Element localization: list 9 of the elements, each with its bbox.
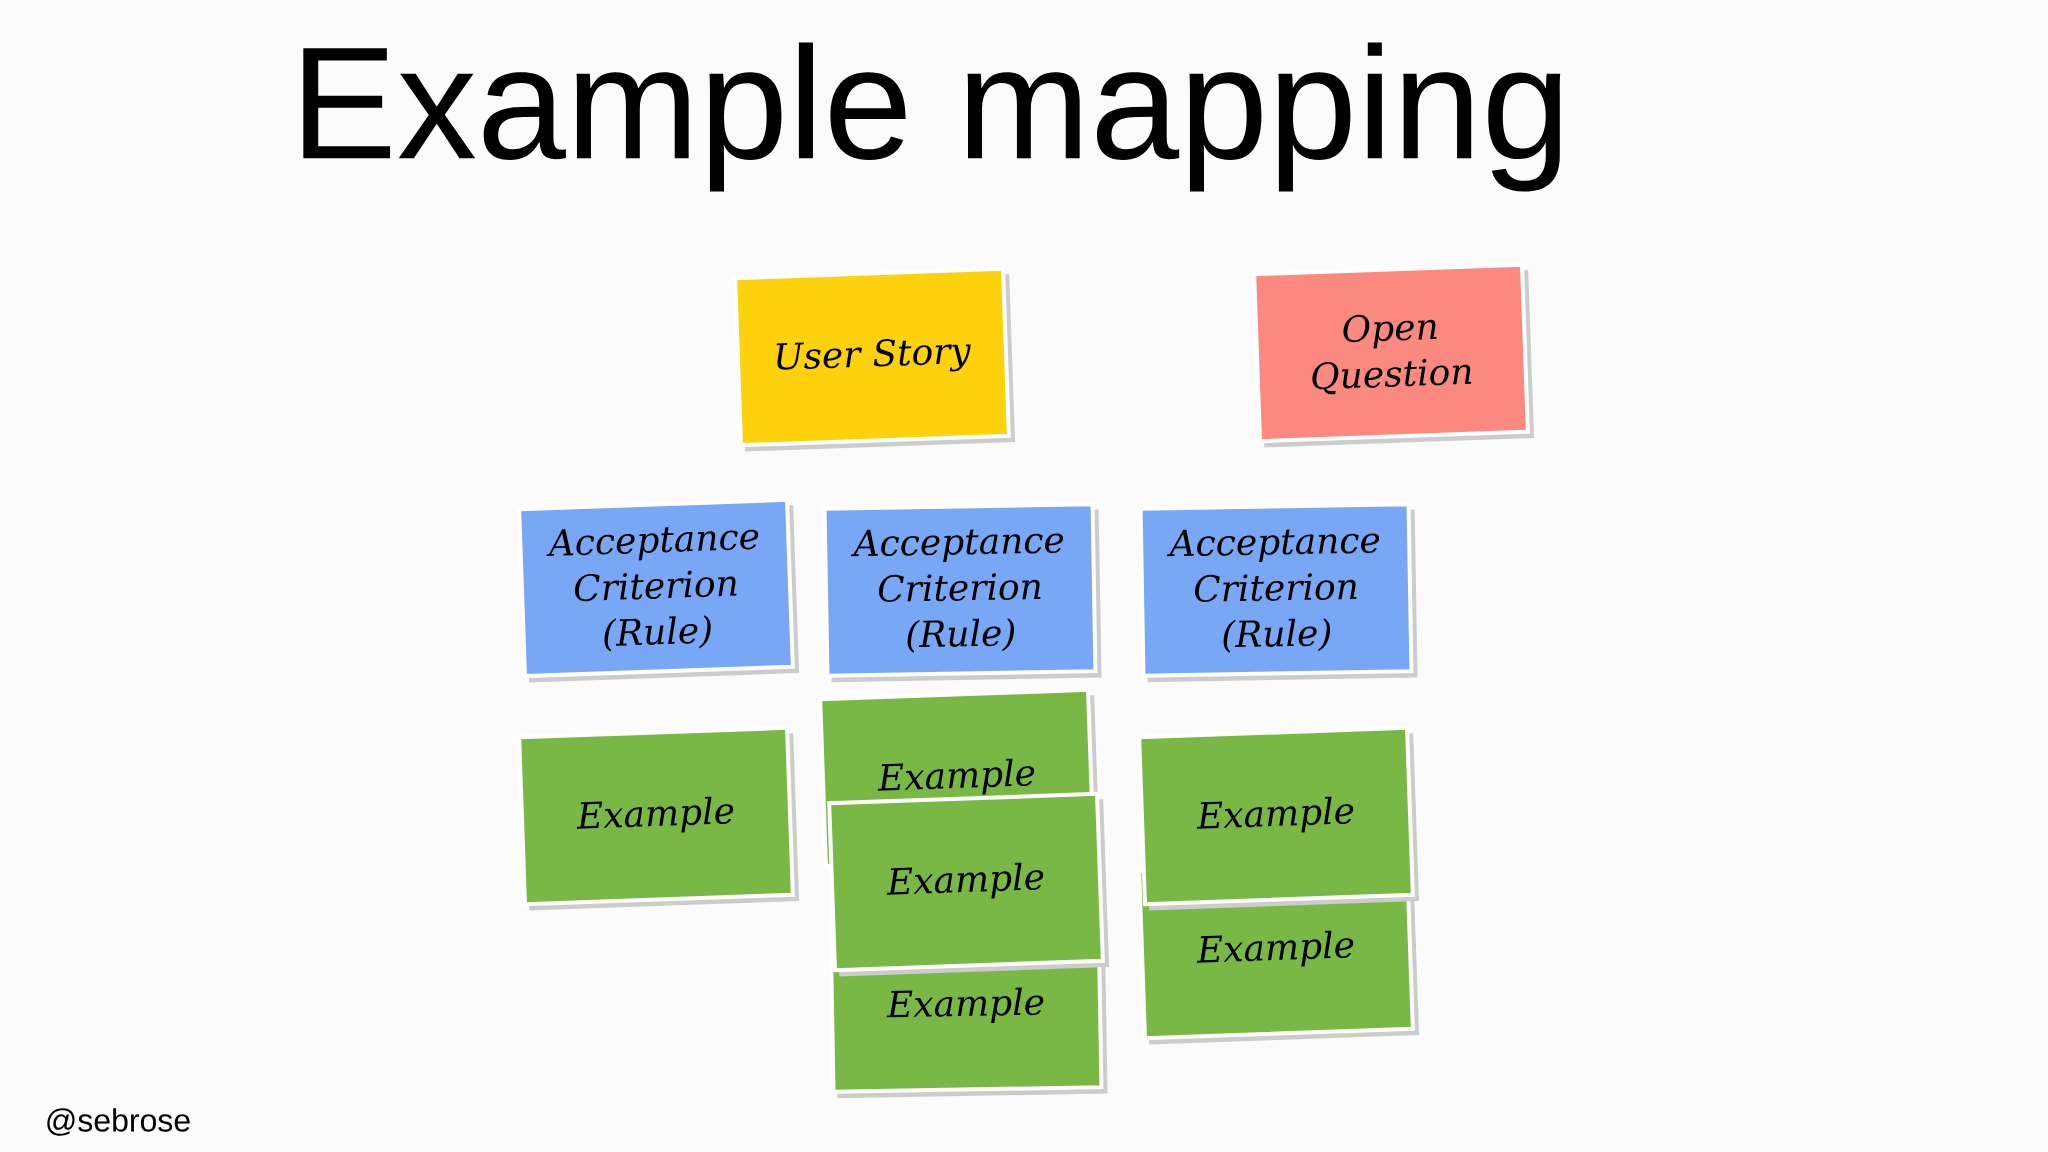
rule-card: Acceptance Criterion (Rule): [1138, 502, 1418, 683]
example-card: Example: [517, 725, 800, 911]
title: Example mapping: [303, 42, 1561, 192]
user-story-card: User Story: [733, 266, 1016, 452]
author-handle: @sebrose: [47, 1108, 190, 1136]
example-card: Example: [1137, 725, 1420, 911]
rule-card: Acceptance Criterion (Rule): [517, 497, 800, 683]
rule-card: Acceptance Criterion (Rule): [822, 502, 1102, 683]
question-card: Open Question: [1252, 262, 1535, 448]
